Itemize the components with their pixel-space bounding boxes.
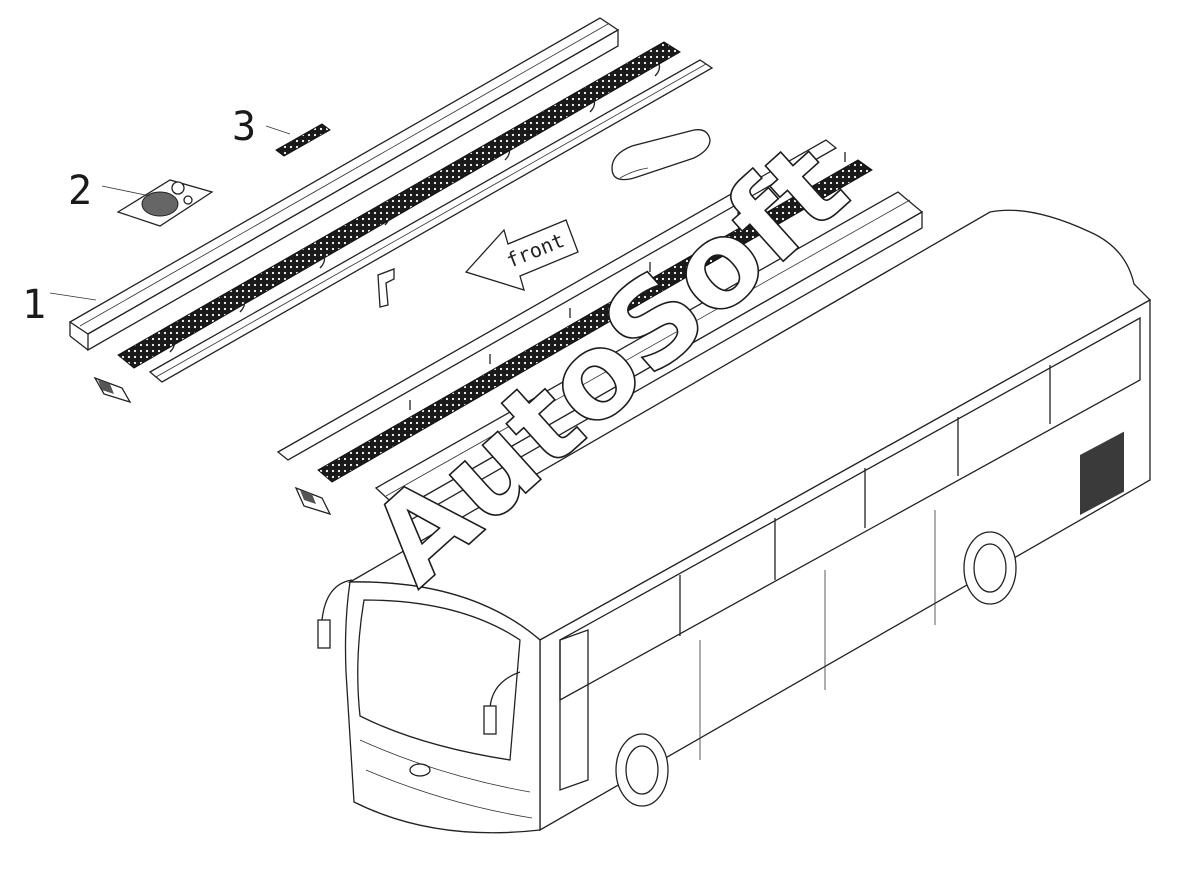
arrow-left-icon [464, 219, 579, 291]
left-clips [169, 63, 661, 353]
callout-3: 3 [232, 104, 256, 150]
left-perforated-strip [117, 41, 681, 369]
right-clips [409, 152, 846, 410]
right-rail-assembly [276, 139, 924, 528]
left-end-cap [93, 376, 132, 404]
roof-hatch [116, 179, 214, 227]
front-direction-arrow: front [464, 219, 579, 291]
right-perforated-strip [317, 159, 873, 483]
left-trim-rail [148, 59, 714, 383]
callout-leaders [49, 125, 291, 301]
right-end-cap [294, 486, 332, 516]
left-rail-assembly [68, 17, 714, 404]
right-trim-rail [276, 139, 838, 461]
roof-pod [611, 129, 711, 181]
roof-vent-strip [275, 123, 331, 157]
left-bracket [377, 268, 395, 308]
right-channel-rail [374, 191, 924, 528]
coach-bus [317, 209, 1152, 834]
callout-2: 2 [68, 168, 92, 214]
left-channel-rail [68, 17, 620, 352]
rear-wheel [963, 531, 1017, 605]
callout-1: 1 [22, 282, 46, 328]
front-wheel [615, 733, 669, 807]
